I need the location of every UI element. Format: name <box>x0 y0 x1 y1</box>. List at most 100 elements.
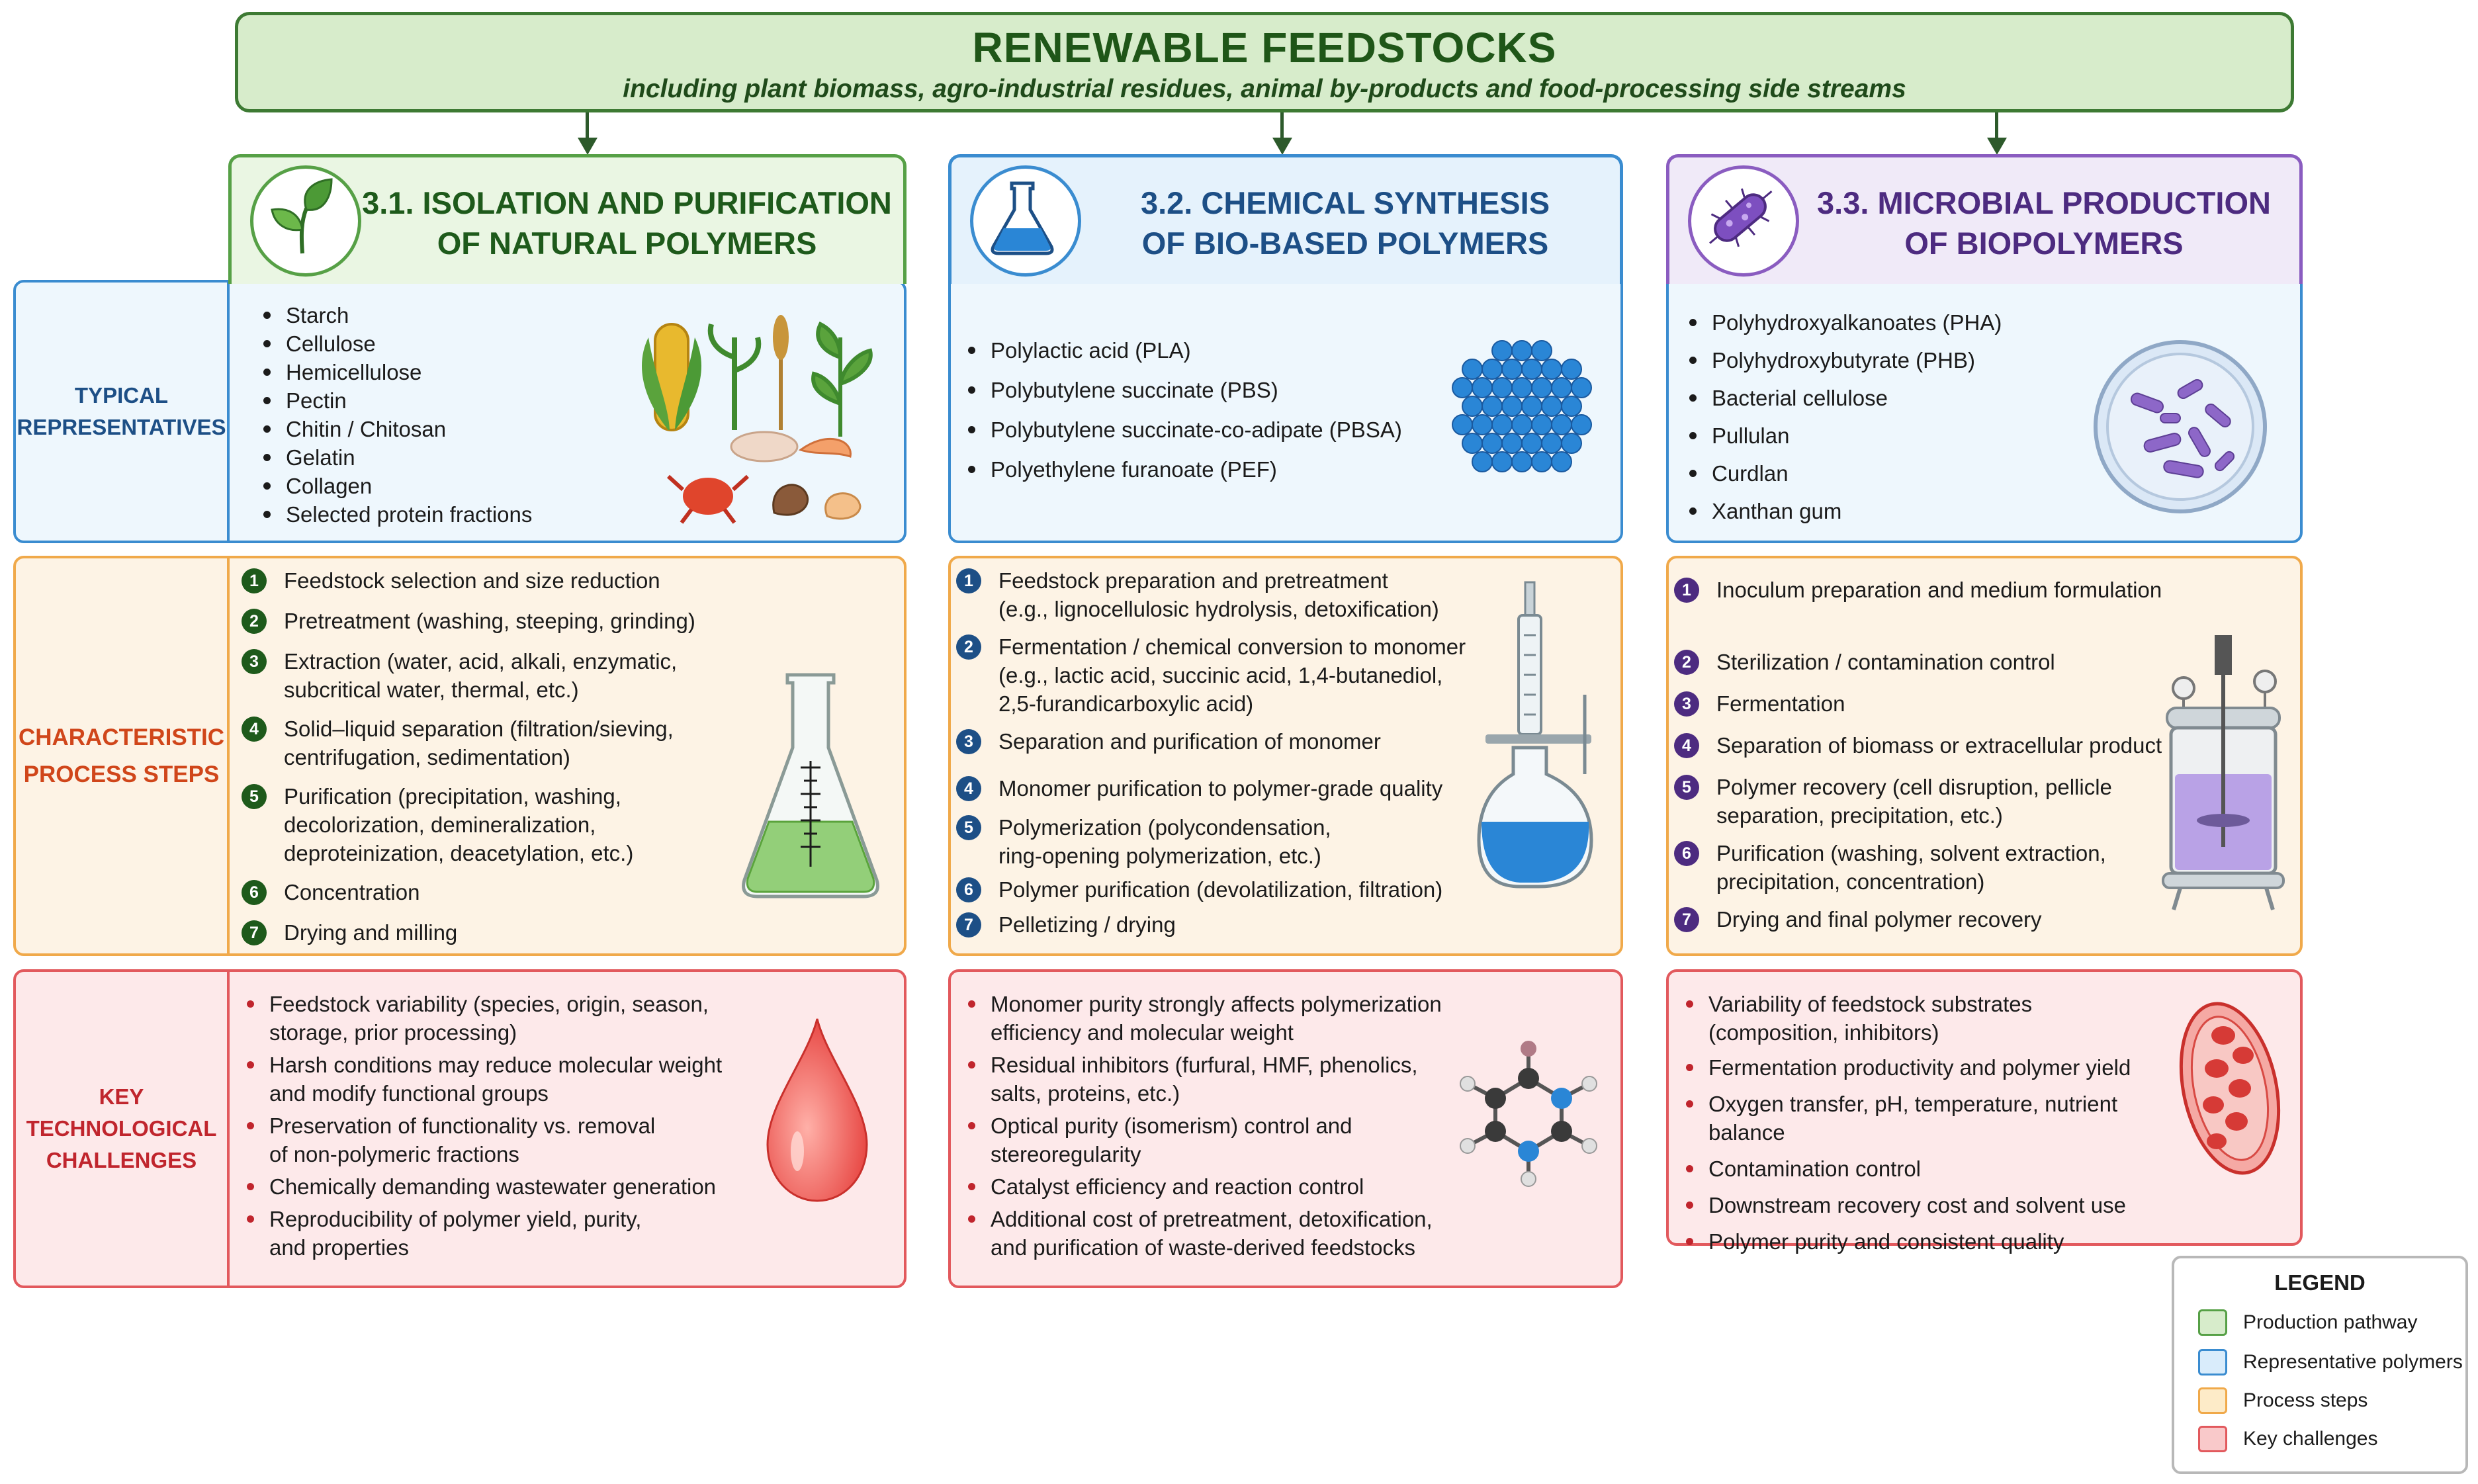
polymer-bead <box>1501 433 1523 454</box>
polymer-bead <box>1501 396 1523 417</box>
legend-item-production-pathway: Production pathway <box>2198 1307 2418 1338</box>
list-item: Oxygen transfer, pH, temperature, nutrie… <box>1681 1090 2197 1147</box>
polymer-bead <box>1472 414 1493 435</box>
polymer-bead <box>1491 377 1513 398</box>
droplet-illustration <box>766 1018 868 1202</box>
polymer-bead <box>1571 377 1592 398</box>
list-item: Polylactic acid (PLA) <box>963 336 1439 365</box>
legend: LEGEND Production pathway Representative… <box>2172 1256 2468 1474</box>
diagram-title: RENEWABLE FEEDSTOCKS <box>972 24 1557 71</box>
legend-label: Production pathway <box>2243 1311 2418 1333</box>
list-item: Additional cost of pretreatment, detoxif… <box>963 1205 1492 1262</box>
list-item: Variability of feedstock substrates(comp… <box>1681 990 2197 1047</box>
polymer-bead <box>1482 396 1503 417</box>
molecule-structure-illustration <box>1460 1041 1597 1187</box>
list-item: Gelatin <box>258 443 629 472</box>
polymer-bead <box>1462 359 1483 380</box>
polymer-bead <box>1452 377 1473 398</box>
list-item: Collagen <box>258 472 629 500</box>
list-item: Preservation of functionality vs. remova… <box>242 1112 784 1168</box>
list-item: Monomer purity strongly affects polymeri… <box>963 990 1492 1047</box>
challenges-list-col1: Feedstock variability (species, origin, … <box>242 990 784 1262</box>
arrow-head-icon <box>578 138 597 155</box>
cell-organelle-illustration <box>2179 1002 2281 1175</box>
list-item: Curdlan <box>1684 459 2094 488</box>
list-item: Polyhydroxyalkanoates (PHA) <box>1684 308 2094 337</box>
polymer-bead <box>1551 451 1572 472</box>
list-item: Contamination control <box>1681 1155 2197 1183</box>
list-item: Polyethylene furanoate (PEF) <box>963 455 1439 484</box>
representatives-list-col2: Polylactic acid (PLA) Polybutylene succi… <box>963 336 1439 484</box>
list-item: Polybutylene succinate (PBS) <box>963 376 1439 404</box>
challenges-list-col2: Monomer purity strongly affects polymeri… <box>963 990 1492 1262</box>
polymer-bead <box>1531 451 1552 472</box>
legend-label: Key challenges <box>2243 1428 2378 1450</box>
legend-title: LEGEND <box>2274 1270 2366 1295</box>
row-frame-challenges <box>13 969 907 1288</box>
arrow-to-col3 <box>1995 112 1998 140</box>
polymer-bead <box>1462 433 1483 454</box>
polymer-bead <box>1551 377 1572 398</box>
erlenmeyer-flask-illustration <box>742 673 879 898</box>
representatives-list-col3: Polyhydroxyalkanoates (PHA) Polyhydroxyb… <box>1684 308 2094 525</box>
polymer-bead <box>1511 340 1532 361</box>
arrow-head-icon <box>1272 138 1292 155</box>
polymer-bead <box>1561 433 1582 454</box>
polymer-bead <box>1531 377 1552 398</box>
row-divider <box>227 556 230 956</box>
arrow-to-col2 <box>1280 112 1284 140</box>
polymer-bead <box>1521 433 1542 454</box>
list-item: Chemically demanding wastewater generati… <box>242 1172 784 1201</box>
polymer-bead <box>1531 340 1552 361</box>
polymer-beads-illustration <box>1452 340 1592 472</box>
challenges-list-col3: Variability of feedstock substrates(comp… <box>1681 990 2197 1256</box>
list-item: Bacterial cellulose <box>1684 384 2094 412</box>
legend-swatch <box>2198 1387 2227 1414</box>
polymer-bead <box>1541 359 1562 380</box>
list-item: Catalyst efficiency and reaction control <box>963 1172 1492 1201</box>
bioreactor-illustration <box>2162 635 2285 910</box>
cell-challenges-col2 <box>948 969 1623 1288</box>
polymer-bead <box>1491 340 1513 361</box>
polymer-bead <box>1541 433 1562 454</box>
synthesis-apparatus-illustration <box>1477 581 1593 889</box>
row-divider <box>227 969 230 1288</box>
polymer-bead <box>1491 414 1513 435</box>
petri-dish-illustration <box>2094 340 2267 513</box>
list-item: Downstream recovery cost and solvent use <box>1681 1191 2197 1219</box>
list-item: Polymer purity and consistent quality <box>1681 1227 2197 1256</box>
legend-swatch <box>2198 1426 2227 1452</box>
list-item: Reproducibility of polymer yield, purity… <box>242 1205 784 1262</box>
polymer-bead <box>1452 414 1473 435</box>
header-box: RENEWABLE FEEDSTOCKS including plant bio… <box>235 12 2294 112</box>
row-divider <box>227 280 230 543</box>
polymer-bead <box>1491 451 1513 472</box>
list-item: Pullulan <box>1684 421 2094 450</box>
list-item: Hemicellulose <box>258 358 629 386</box>
list-item: Polybutylene succinate-co-adipate (PBSA) <box>963 415 1439 444</box>
polymer-bead <box>1462 396 1483 417</box>
